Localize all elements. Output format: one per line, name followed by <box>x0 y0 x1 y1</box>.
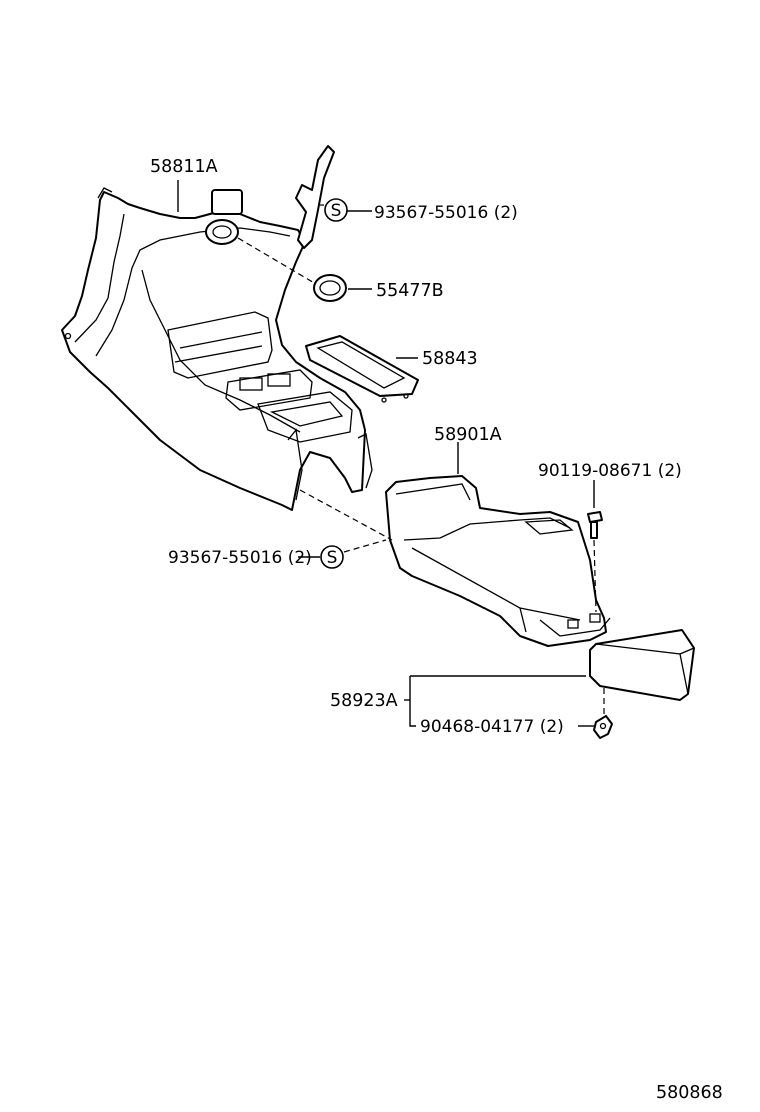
screw-symbol-top: S <box>324 198 348 222</box>
console-rear-part[interactable] <box>385 475 611 647</box>
label-console-rear: 58901A <box>434 425 502 445</box>
screw-top-s-glyph: S <box>331 201 342 221</box>
grommet-part[interactable] <box>313 274 347 302</box>
label-58811a: 58811A <box>150 157 218 177</box>
diagram-id: 580868 <box>656 1083 723 1103</box>
label-grommet: 55477B <box>376 281 444 301</box>
label-end-cap: 58923A <box>330 691 398 711</box>
label-bolt: 90119-08671 (2) <box>538 461 682 481</box>
clip-part[interactable] <box>593 715 613 739</box>
label-screw-top: 93567-55016 (2) <box>374 203 518 223</box>
screw-symbol-left: S <box>320 545 344 569</box>
screw-left-s-glyph: S <box>327 548 338 568</box>
label-insert-panel: 58843 <box>422 349 478 369</box>
console-upper-part[interactable] <box>61 145 373 511</box>
label-screw-left: 93567-55016 (2) <box>168 548 312 568</box>
end-cap-part[interactable] <box>589 629 695 701</box>
insert-panel-part[interactable] <box>305 335 419 403</box>
label-clip: 90468-04177 (2) <box>420 717 564 737</box>
bolt-part[interactable] <box>587 511 603 539</box>
